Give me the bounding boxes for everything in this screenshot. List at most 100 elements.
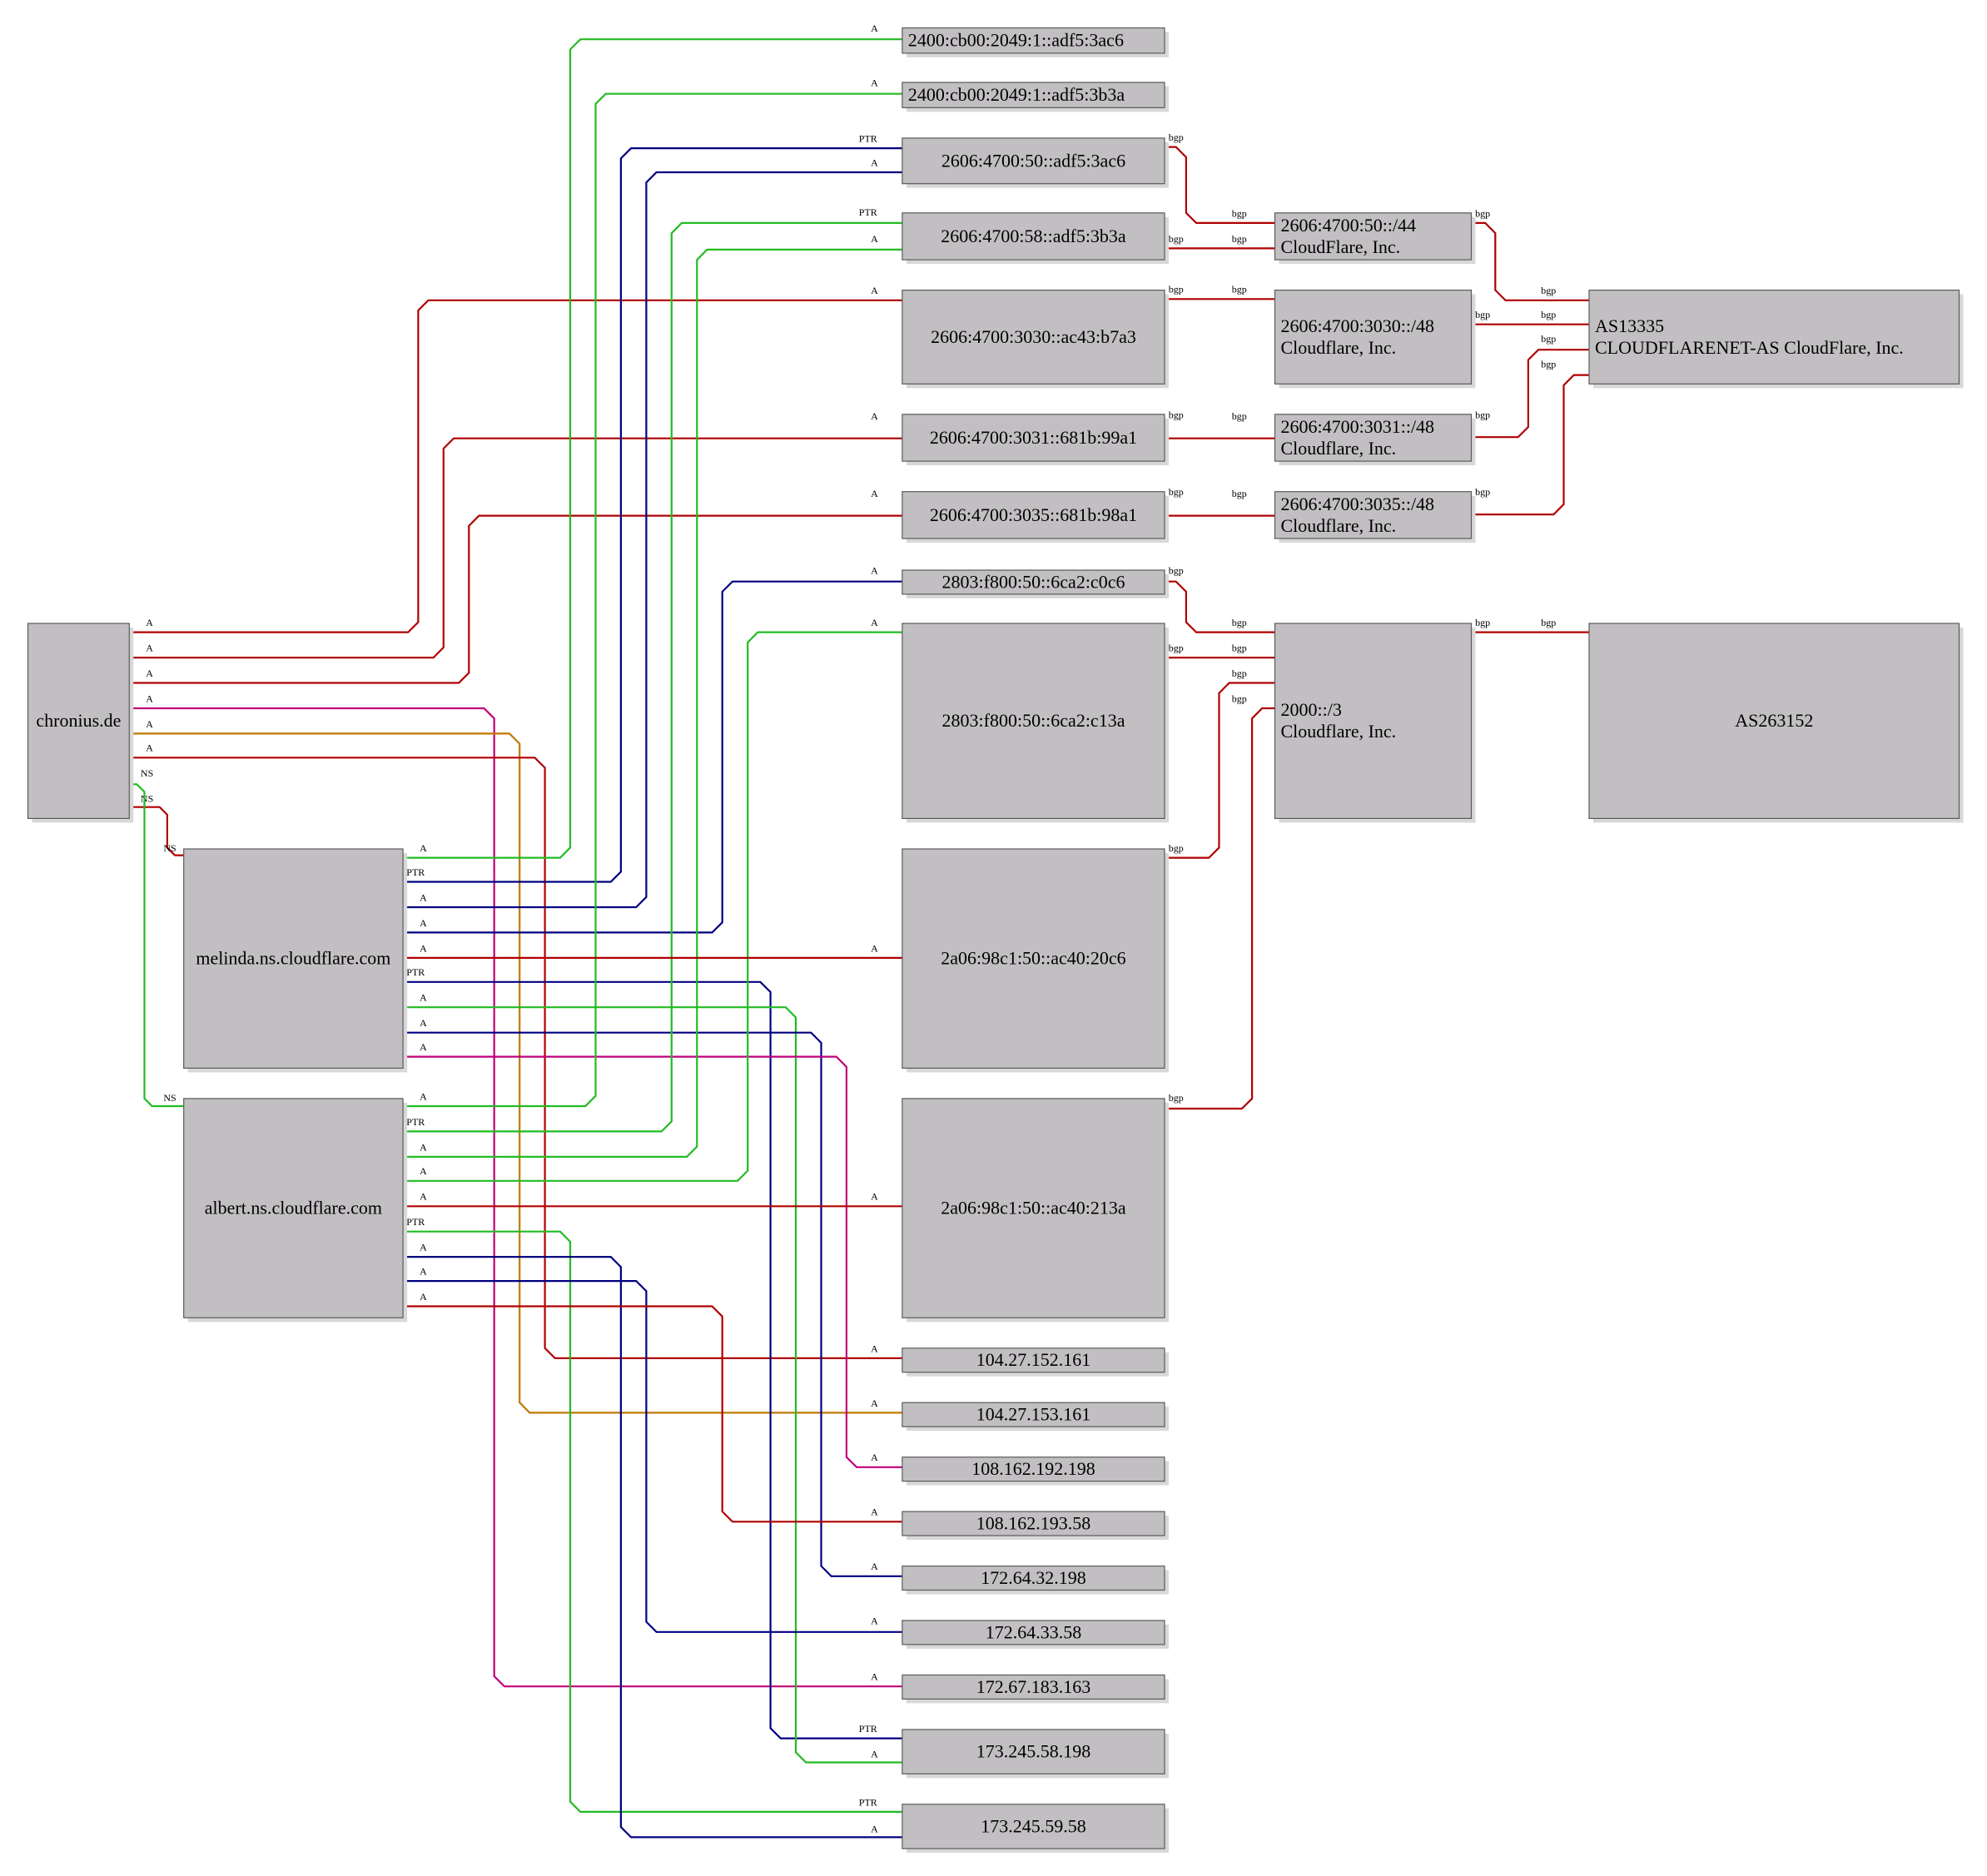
node-box <box>183 1098 404 1318</box>
edge-label: A <box>871 1397 878 1409</box>
edge-pfx3031-to-as13335: bgp bgp <box>1471 333 1589 439</box>
edge-label: A <box>420 1017 427 1029</box>
node-ip3035[interactable]: 2606:4700:3035::681b:98a1 <box>902 491 1169 543</box>
edge-line <box>403 147 902 883</box>
edge-line <box>403 580 902 934</box>
node-label: AS13335 <box>1595 315 1664 336</box>
node-label: 2a06:98c1:50::ac40:20c6 <box>941 948 1125 969</box>
node-ip3031[interactable]: 2606:4700:3031::681b:99a1 <box>902 414 1169 466</box>
edge-label: A <box>146 643 153 654</box>
node-label: 2400:cb00:2049:1::adf5:3b3a <box>908 84 1125 105</box>
edge-label: bgp <box>1232 617 1247 628</box>
edge-label: A <box>146 742 153 754</box>
edge-label: A <box>420 917 427 929</box>
edge-label: PTR <box>406 1116 425 1128</box>
edge-label: A <box>871 1823 878 1834</box>
node-melinda[interactable]: melinda.ns.cloudflare.com <box>183 848 408 1073</box>
node-label: 108.162.192.198 <box>971 1458 1095 1479</box>
node-ip104153[interactable]: 104.27.153.161 <box>902 1402 1169 1432</box>
edge-label: bgp <box>1232 284 1247 295</box>
edge-line <box>403 1230 902 1813</box>
node-ip108198[interactable]: 108.162.192.198 <box>902 1457 1169 1486</box>
node-albert[interactable]: albert.ns.cloudflare.com <box>183 1098 408 1323</box>
node-ip2803c6[interactable]: 2803:f800:50::6ca2:c0c6 <box>902 569 1169 598</box>
edge-label: A <box>871 156 878 168</box>
edge-melinda-to-ip172198: AA <box>403 1017 902 1577</box>
node-ip260658[interactable]: 2606:4700:58::adf5:3b3a <box>902 212 1169 265</box>
edge-line <box>1165 707 1275 1110</box>
edge-label: A <box>146 718 153 730</box>
node-ip104152[interactable]: 104.27.152.161 <box>902 1347 1169 1377</box>
node-label: 2400:cb00:2049:1::adf5:3ac6 <box>908 30 1124 51</box>
edge-line <box>1471 374 1589 516</box>
node-label: CloudFlare, Inc. <box>1281 236 1401 257</box>
edge-line <box>129 732 902 1414</box>
node-label: 173.245.58.198 <box>976 1741 1091 1762</box>
edge-label: bgp <box>1475 409 1490 420</box>
edge-melinda-to-ip2803c6: AA <box>403 565 902 934</box>
edge-label: bgp <box>1169 409 1184 420</box>
node-ip28033a[interactable]: 2803:f800:50::6ca2:c13a <box>902 623 1169 823</box>
edge-line <box>1165 146 1275 224</box>
node-box <box>1274 623 1473 819</box>
edge-label: A <box>871 77 878 89</box>
node-label: 2606:4700:3035::681b:98a1 <box>930 504 1137 525</box>
node-box <box>1274 491 1473 539</box>
node-ip10858[interactable]: 108.162.193.58 <box>902 1511 1169 1540</box>
node-label: Cloudflare, Inc. <box>1281 515 1397 536</box>
edge-label: A <box>146 668 153 679</box>
edge-label: bgp <box>1475 617 1490 628</box>
node-ip2400c6[interactable]: 2400:cb00:2049:1::adf5:3ac6 <box>902 27 1169 57</box>
edge-label: bgp <box>1541 359 1556 370</box>
edge-albert-to-ip24003a: AA <box>403 77 902 1108</box>
node-label: 2606:4700:50::adf5:3ac6 <box>941 150 1125 171</box>
node-ip2a063a[interactable]: 2a06:98c1:50::ac40:213a <box>902 1098 1169 1323</box>
edge-label: bgp <box>1541 285 1556 296</box>
edge-label: NS <box>163 842 176 854</box>
edge-label: bgp <box>1169 565 1184 577</box>
node-label: Cloudflare, Inc. <box>1281 337 1397 358</box>
edge-melinda-to-ip260650: AA <box>403 156 902 909</box>
node-label: 2803:f800:50::6ca2:c13a <box>942 710 1125 731</box>
node-ip172163[interactable]: 172.67.183.163 <box>902 1674 1169 1704</box>
node-label: 2a06:98c1:50::ac40:213a <box>941 1198 1126 1218</box>
node-ip24003a[interactable]: 2400:cb00:2049:1::adf5:3b3a <box>902 82 1169 112</box>
edge-chronius-to-ip3030: AA <box>129 285 902 633</box>
node-box <box>902 1674 1165 1700</box>
node-box <box>902 1402 1165 1427</box>
node-ip2a06c6[interactable]: 2a06:98c1:50::ac40:20c6 <box>902 848 1169 1073</box>
edge-line <box>403 1280 902 1633</box>
edge-label: PTR <box>859 133 877 145</box>
edge-label: A <box>420 1291 427 1303</box>
node-ip17258[interactable]: 172.64.33.58 <box>902 1620 1169 1649</box>
edge-label: A <box>420 1165 427 1177</box>
node-ip260650[interactable]: 2606:4700:50::adf5:3ac6 <box>902 137 1169 188</box>
node-chronius[interactable]: chronius.de <box>27 623 134 823</box>
edge-label: bgp <box>1169 486 1184 498</box>
edge-label: NS <box>163 1092 176 1104</box>
edge-label: bgp <box>1169 1092 1184 1104</box>
edge-label: A <box>871 285 878 296</box>
node-ip172198[interactable]: 172.64.32.198 <box>902 1565 1169 1595</box>
node-label: 2606:4700:3030::ac43:b7a3 <box>931 326 1136 347</box>
node-ip173198[interactable]: 173.245.58.198 <box>902 1729 1169 1779</box>
node-ip3030[interactable]: 2606:4700:3030::ac43:b7a3 <box>902 290 1169 389</box>
edge-label: bgp <box>1169 284 1184 295</box>
node-ip17358[interactable]: 173.245.59.58 <box>902 1804 1169 1854</box>
node-box <box>902 1565 1165 1591</box>
node-as263152[interactable]: AS263152 <box>1588 623 1964 823</box>
edge-albert-to-ip260658: AA <box>403 233 902 1158</box>
node-box <box>183 848 404 1069</box>
edge-label: bgp <box>1232 233 1247 245</box>
edge-melinda-to-ip108198: AA <box>403 1041 902 1468</box>
